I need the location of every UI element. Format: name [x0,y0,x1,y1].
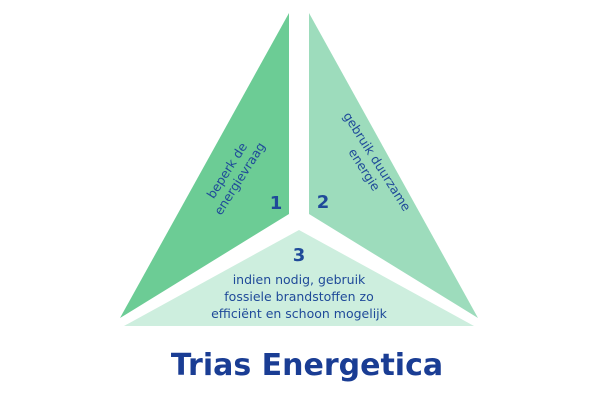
segment-2-shape [309,13,478,318]
segment-3-number: 3 [293,245,306,266]
diagram-title: Trias Energetica [171,348,443,383]
segment-1-number: 1 [270,193,283,214]
segment-3-text-line-3: efficiënt en schoon mogelijk [211,306,388,321]
segment-3-shape [124,230,474,326]
segment-3-text-line-1: indien nodig, gebruik [233,272,366,287]
segment-3-text-line-2: fossiele brandstoffen zo [224,289,373,304]
segment-1-shape [120,13,289,318]
segment-2-number: 2 [317,192,330,213]
